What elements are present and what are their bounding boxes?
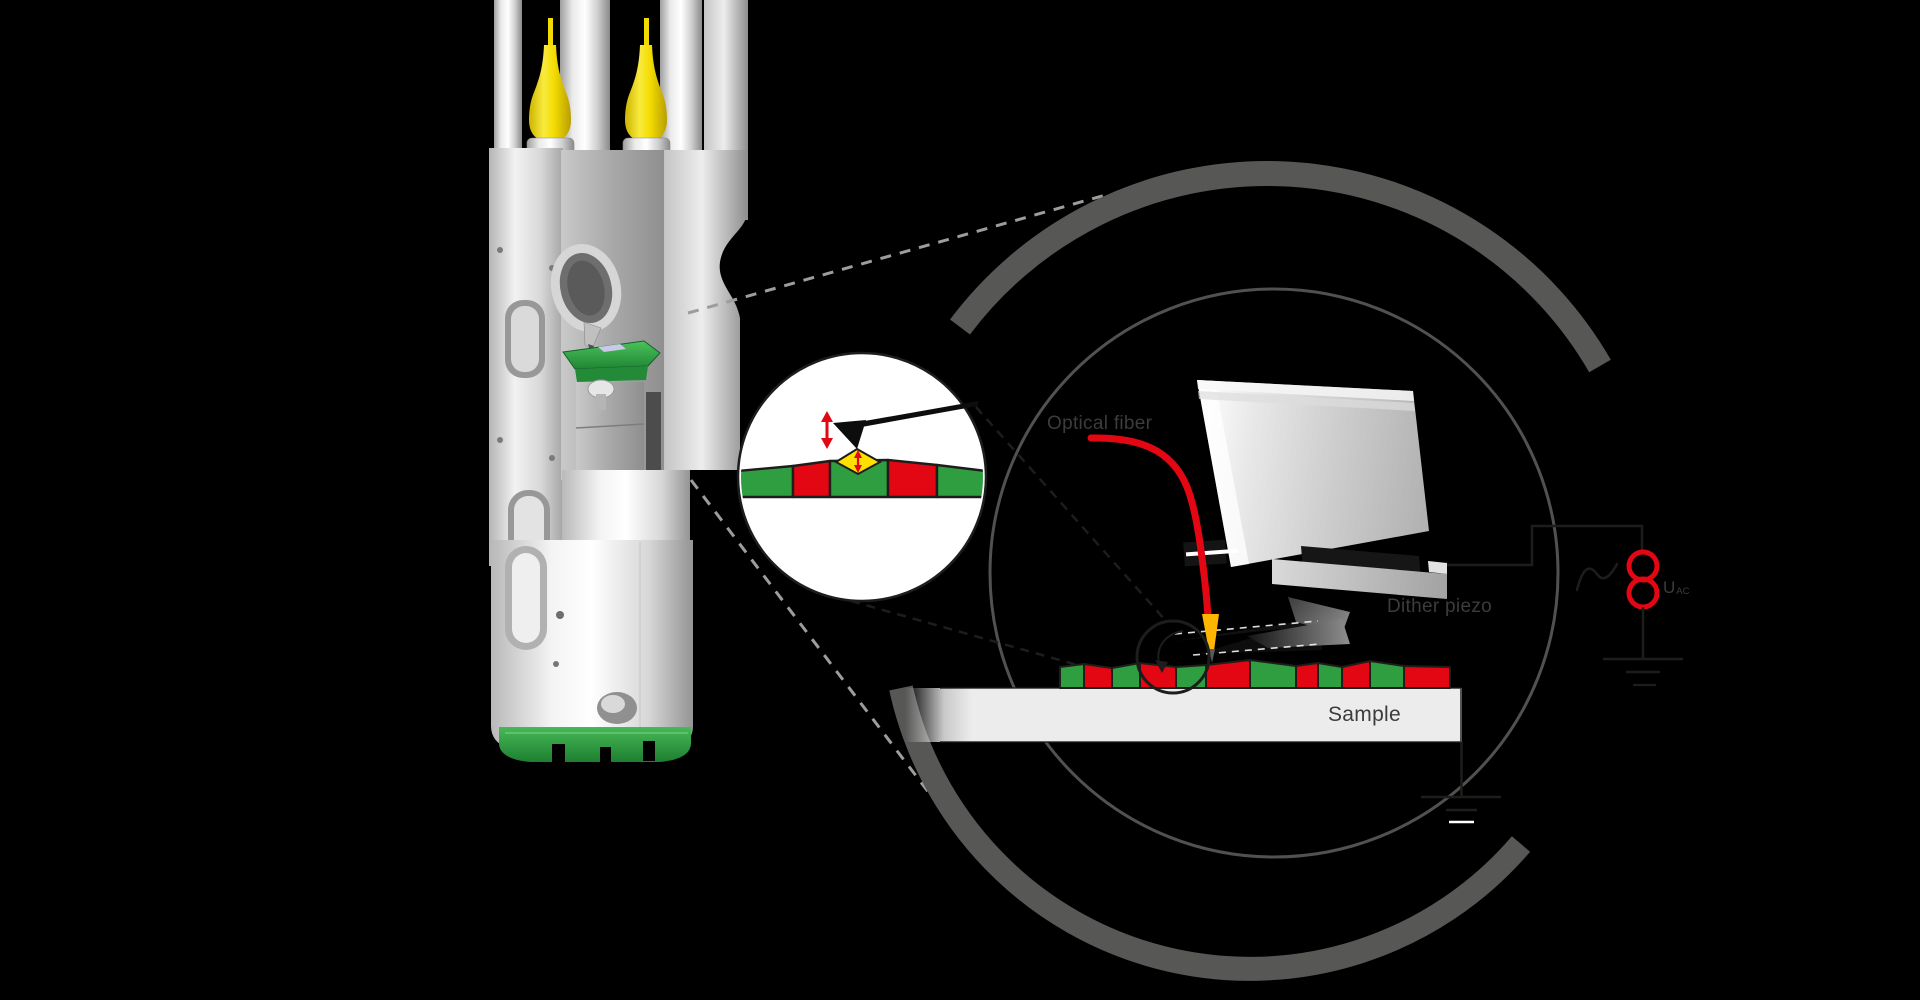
fiber-stem	[548, 18, 553, 48]
pattern-segment	[886, 458, 939, 499]
ring-notch	[600, 747, 611, 764]
optical-fiber-label: Optical fiber	[1047, 413, 1153, 434]
pattern-segment	[1317, 662, 1343, 689]
shell-port	[601, 695, 625, 713]
shell-hole	[553, 661, 559, 667]
ground-icon	[1421, 742, 1501, 824]
screw	[497, 247, 503, 253]
pattern-segment	[1341, 660, 1371, 689]
inset-zoom-circle	[736, 351, 988, 603]
voltage-label: UAC	[1663, 578, 1690, 597]
sample-surface-pattern	[1059, 659, 1451, 689]
dither-piezo-label: Dither piezo	[1387, 596, 1492, 617]
screw	[497, 437, 503, 443]
green-stage-plate	[562, 340, 661, 370]
fiber-boot	[529, 45, 571, 142]
probe-tip	[833, 420, 866, 449]
dark-rod	[646, 392, 661, 478]
schematic-circle	[988, 287, 1560, 859]
pattern-segment	[1111, 662, 1141, 689]
pattern-segment	[1205, 659, 1251, 689]
ac-source-icon	[1626, 549, 1660, 610]
pattern-segment	[1249, 659, 1297, 689]
frame-arc-bottom	[889, 685, 1531, 981]
screw	[549, 455, 555, 461]
pattern-segment	[741, 464, 795, 499]
optical-fiber	[1087, 434, 1219, 663]
mount-bar	[1272, 559, 1447, 599]
fiber-boot	[625, 45, 667, 142]
support-rod	[560, 0, 610, 165]
sensor-head	[1183, 380, 1447, 648]
frame-arc-top	[950, 160, 1611, 373]
mirror-ring	[550, 244, 622, 332]
red-double-arrow-icon	[821, 411, 833, 449]
scanner-cylinder	[562, 470, 690, 550]
knob-stem	[596, 394, 606, 410]
oscillation-arc	[1157, 630, 1184, 667]
projection-dash-upper	[687, 192, 1110, 315]
body-right-panel	[664, 150, 748, 470]
oscillation-arrowhead	[1155, 660, 1168, 673]
inset-surface-pattern	[741, 458, 983, 499]
shell-hole	[556, 611, 564, 619]
pattern-segment	[1139, 662, 1177, 689]
cantilever	[842, 401, 978, 430]
pattern-segment	[1295, 662, 1319, 689]
ring-notch	[552, 744, 565, 764]
sample-bar	[905, 688, 1462, 742]
ac-sine-icon	[1575, 562, 1619, 592]
sight-dash	[1192, 643, 1321, 656]
pattern-segment	[1403, 665, 1451, 689]
pattern-segment	[791, 459, 832, 499]
shell-slot	[512, 553, 540, 643]
slab-highlight	[1197, 380, 1249, 567]
slab-top-band	[1198, 391, 1415, 411]
sensor-slab	[1197, 380, 1429, 567]
fiber-curve	[1087, 434, 1212, 620]
mount-notch	[1428, 561, 1447, 574]
pattern-segment	[1059, 663, 1085, 689]
fiber-tip-taper	[1202, 614, 1219, 651]
loupe-circle-icon	[1135, 619, 1211, 695]
pattern-segment	[935, 463, 983, 499]
ground-icon	[1603, 607, 1683, 687]
fiber-tip-apex	[1209, 649, 1215, 663]
stand-wedge	[1247, 619, 1350, 648]
block-seam	[575, 423, 645, 429]
zoom-dash-lower	[850, 599, 1142, 685]
support-rod	[660, 0, 702, 155]
red-double-arrow-icon	[854, 450, 862, 473]
circuit-wire	[1438, 524, 1644, 567]
fiber-stem	[644, 18, 649, 48]
ring-notch	[643, 741, 655, 761]
pattern-segment	[1369, 660, 1405, 689]
sample-chip	[598, 344, 626, 352]
excitation-circuit: UAC	[1438, 524, 1690, 687]
sample-assembly	[905, 687, 1501, 824]
projection-dash-lower	[689, 479, 941, 807]
zoom-dash-upper	[975, 406, 1167, 622]
microscope-head-render	[489, 0, 748, 764]
support-rod	[494, 0, 522, 158]
body-slot	[511, 306, 539, 372]
pattern-segment	[1083, 663, 1113, 689]
sample-label: Sample	[1328, 703, 1401, 726]
green-stage-edge	[575, 366, 648, 382]
slab-top-band	[1197, 380, 1414, 401]
sight-dash	[1174, 620, 1319, 635]
